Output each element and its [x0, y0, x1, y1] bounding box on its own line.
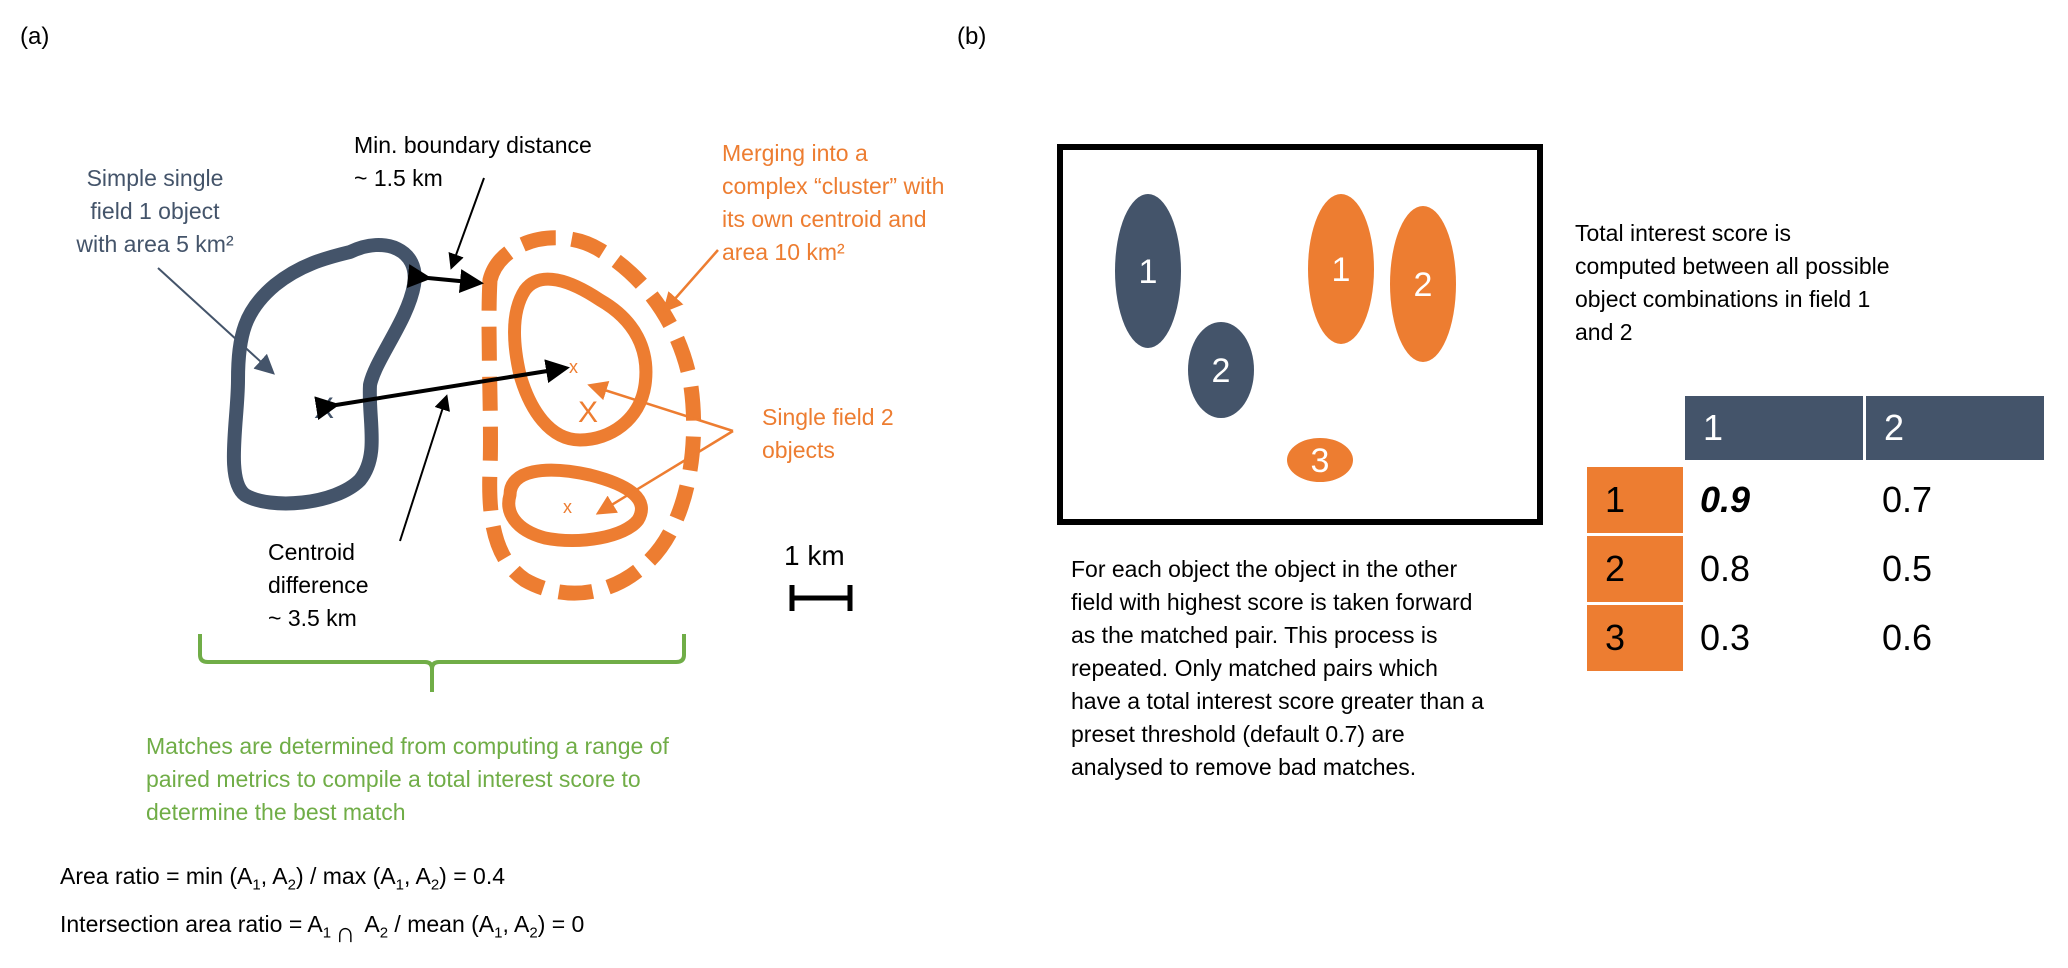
formula-text: ) / max (A	[295, 863, 396, 889]
cluster-annotation-line: area 10 km²	[722, 239, 845, 265]
matching-line: have a total interest score greater than…	[1071, 688, 1484, 714]
row-header: 2	[1587, 536, 1683, 602]
field1-object-2-label: 2	[1212, 352, 1231, 390]
field1-object-1-label: 1	[1139, 253, 1158, 291]
summary-line: determine the best match	[146, 799, 406, 825]
field1-annotation: Simple single field 1 object with area 5…	[50, 162, 260, 261]
table-cell: 0.7	[1882, 479, 1933, 520]
field2-object-2	[1390, 206, 1456, 362]
summary-line: paired metrics to compile a total intere…	[146, 766, 641, 792]
field2-object-1-label: 1	[1332, 251, 1351, 289]
row-header: 3	[1587, 605, 1683, 671]
column-header: 2	[1866, 396, 2044, 460]
table-cell: 0.5	[1882, 548, 1933, 589]
centroid-difference-pointer	[399, 394, 450, 542]
field2-object2-centroid-marker: x	[563, 497, 572, 517]
row-header: 1	[1587, 467, 1683, 533]
formula-text: , A	[260, 863, 288, 889]
formula-text: ) = 0	[537, 911, 585, 937]
domain-frame	[1057, 144, 1543, 525]
matching-description: For each object the object in the other …	[1071, 553, 1484, 784]
field2-object2-outline	[502, 463, 648, 548]
field1-annotation-line: with area 5 km²	[76, 231, 234, 257]
formula-text: ) = 0.4	[439, 863, 506, 889]
formula-subscript: 1	[494, 924, 503, 942]
centroid-difference-annotation: Centroid difference ~ 3.5 km	[268, 536, 369, 635]
formula-subscript: 1	[252, 876, 261, 894]
boundary-distance-value: ~ 1.5 km	[354, 165, 443, 191]
intro-line: Total interest score is	[1575, 220, 1792, 246]
field1-annotation-line: Simple single	[86, 165, 224, 191]
boundary-distance-pointer	[448, 177, 485, 270]
formula-subscript: 2	[430, 876, 440, 894]
single-object2-pointer	[595, 429, 734, 515]
cluster-annotation-line: complex “cluster” with	[722, 173, 945, 199]
centroid-difference-line: Centroid	[268, 539, 355, 565]
boundary-distance-title: Min. boundary distance	[354, 132, 592, 158]
formula-subscript: 2	[529, 924, 538, 942]
intro-line: computed between all possible	[1575, 253, 1890, 279]
field1-object-1	[1115, 194, 1181, 348]
cluster-annotation: Merging into a complex “cluster” with it…	[722, 137, 944, 269]
formula-subscript: 1	[395, 876, 404, 894]
field1-annotation-line: field 1 object	[90, 198, 220, 224]
field1-pointer-arrow	[157, 267, 275, 375]
single-object1-pointer	[587, 381, 734, 433]
formula-text: Intersection area ratio = A	[60, 911, 323, 937]
boundary-distance-annotation: Min. boundary distance ~ 1.5 km	[354, 129, 592, 195]
panel-b-label: (b)	[957, 23, 987, 50]
intro-line: object combinations in field 1	[1575, 286, 1871, 312]
cluster-annotation-line: Merging into a	[722, 140, 868, 166]
table-cell: 0.3	[1700, 617, 1751, 658]
centroid-difference-arrow	[314, 359, 570, 421]
formula-subscript: 1	[322, 924, 332, 942]
cluster-centroid-marker: X	[578, 396, 598, 429]
single-objects-annotation-line: objects	[762, 437, 835, 463]
matching-line: preset threshold (default 0.7) are	[1071, 721, 1405, 747]
field2-object-2-label: 2	[1414, 266, 1433, 304]
scale-bar-label: 1 km	[784, 540, 845, 571]
matching-line: field with highest score is taken forwar…	[1071, 589, 1473, 615]
matching-line: analysed to remove bad matches.	[1071, 754, 1417, 780]
panel-a-label: (a)	[20, 23, 50, 50]
formula-text: Area ratio = min (A	[60, 863, 253, 889]
field1-object-2	[1188, 322, 1254, 418]
formula-intersection-ratio: Intersection area ratio = A1∩ A2 / mean …	[60, 908, 584, 949]
formula-text: , A	[403, 863, 431, 889]
matching-line: as the matched pair. This process is	[1071, 622, 1438, 648]
field1-object-outline	[226, 238, 422, 511]
field2-object1-centroid-marker: x	[569, 357, 578, 377]
formula-text: A	[359, 911, 380, 937]
table-cell: 0.8	[1700, 548, 1751, 589]
column-header: 1	[1685, 396, 1863, 460]
formula-text: / mean (A	[388, 911, 495, 937]
intro-line: and 2	[1575, 319, 1633, 345]
cluster-annotation-line: its own centroid and	[722, 206, 927, 232]
interest-score-intro: Total interest score is computed between…	[1575, 217, 1890, 349]
formula-subscript: 2	[287, 876, 296, 894]
formula-subscript: 2	[379, 924, 389, 942]
boundary-distance-arrow	[406, 264, 484, 294]
summary-line: Matches are determined from computing a …	[146, 733, 669, 759]
centroid-difference-value: ~ 3.5 km	[268, 605, 357, 631]
single-objects-annotation: Single field 2 objects	[762, 401, 894, 467]
centroid-difference-line: difference	[268, 572, 369, 598]
field2-object-3-label: 3	[1311, 442, 1330, 480]
table-cell: 0.6	[1882, 617, 1933, 658]
cluster-pointer-arrow	[662, 249, 719, 313]
matching-line: For each object the object in the other	[1071, 556, 1458, 582]
intersection-symbol: ∩	[335, 917, 356, 948]
scale-bar	[789, 585, 853, 611]
formula-area-ratio: Area ratio = min (A1, A2) / max (A1, A2)…	[60, 861, 505, 901]
single-objects-annotation-line: Single field 2	[762, 404, 894, 430]
field2-object-1	[1308, 194, 1374, 344]
field2-object-3	[1287, 438, 1353, 482]
formula-text: , A	[502, 911, 530, 937]
cluster-outline-dashed	[481, 230, 702, 601]
table-cell-highlighted: 0.9	[1700, 479, 1751, 520]
summary-brace	[198, 634, 686, 692]
matching-line: repeated. Only matched pairs which	[1071, 655, 1438, 681]
summary-text: Matches are determined from computing a …	[146, 730, 669, 829]
